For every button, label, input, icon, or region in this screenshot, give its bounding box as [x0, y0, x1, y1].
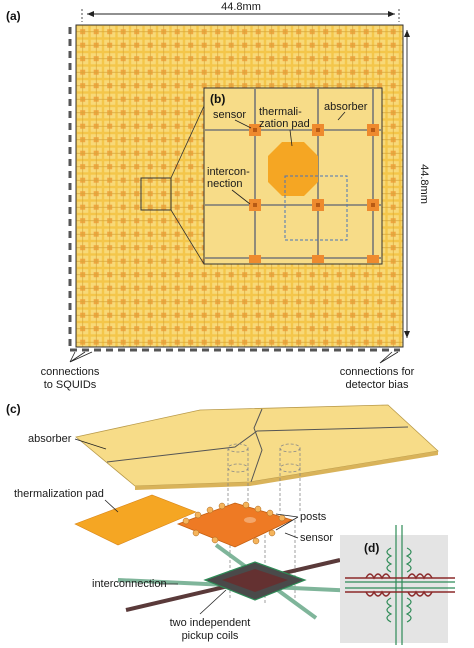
- interconnection-label: interconnection: [92, 578, 167, 590]
- connections-bias-label-2: detector bias: [346, 379, 409, 391]
- pickup-coils-leader: [199, 589, 227, 615]
- thermal-pad: [74, 494, 197, 546]
- connections-squids-label-1: connections: [41, 366, 100, 378]
- pickup-coils-label-1: two independent: [170, 617, 251, 629]
- connections-squids-label-2: to SQUIDs: [44, 379, 97, 391]
- absorber-label: absorber: [28, 433, 72, 445]
- height-dimension: 44.8mm: [404, 30, 430, 338]
- thermal-pad-label: thermalization pad: [14, 488, 104, 500]
- zoom-line-top: [170, 105, 205, 179]
- zoom-source-box: [140, 177, 172, 211]
- inset-interconnection-label-1: intercon-: [207, 166, 250, 178]
- inset-sensor-cores: [253, 128, 375, 207]
- height-label: 44.8mm: [418, 164, 430, 204]
- connections-bias-leaders: [379, 351, 399, 364]
- inset-dashed-outline: [284, 175, 348, 241]
- connections-squids-leaders: [69, 351, 93, 363]
- panel-a-label: (a): [6, 9, 21, 23]
- inset-interconnection-label-2: nection: [207, 178, 242, 190]
- inset-thermal-pad-label-2: zation pad: [259, 118, 310, 130]
- panel-d: (d): [340, 525, 455, 645]
- detector-array-border: [75, 24, 404, 348]
- absorber-leader: [74, 438, 107, 450]
- zoom-line-bottom: [170, 209, 205, 265]
- width-label: 44.8mm: [221, 1, 261, 13]
- panel-c-label: (c): [6, 402, 21, 416]
- pickup-coil-layer: [117, 543, 381, 620]
- inset-sensor-label: sensor: [213, 109, 246, 121]
- absorber-plate: [75, 404, 439, 490]
- width-dimension: 44.8mm: [81, 1, 400, 22]
- inset-leader-lines: [231, 111, 346, 205]
- sensor-assembly: [176, 501, 294, 548]
- sensor-label: sensor: [300, 532, 333, 544]
- pickup-coils-label-2: pickup coils: [182, 630, 239, 642]
- inset-absorber-label: absorber: [324, 101, 368, 113]
- panel-b-inset: [203, 87, 383, 265]
- connections-bias-label-1: connections for: [340, 366, 415, 378]
- posts-leaders: [275, 513, 299, 531]
- inset-thermal-pad-label-1: thermali-: [259, 106, 302, 118]
- panel-d-label: (d): [364, 541, 379, 555]
- posts-label: posts: [300, 511, 327, 523]
- panel-b-label: (b): [210, 92, 225, 106]
- inset-thermal-pad: [268, 142, 318, 196]
- thermal-pad-leader: [104, 499, 119, 513]
- sensor-leader: [284, 532, 299, 539]
